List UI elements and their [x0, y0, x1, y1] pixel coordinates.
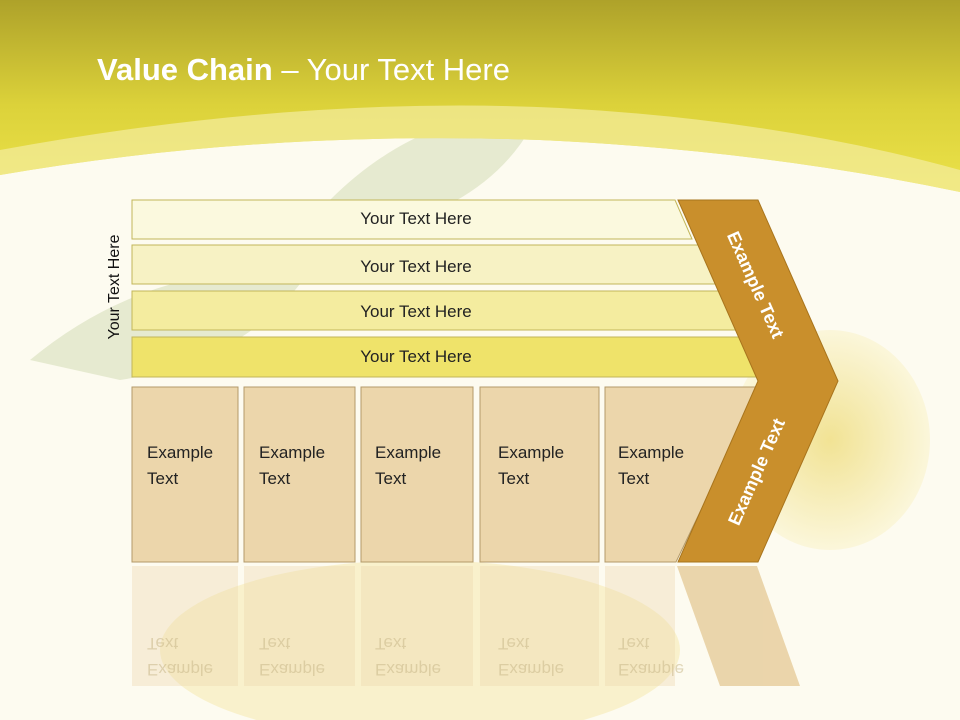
chevron-arrow: [677, 199, 839, 563]
column-boxes: [131, 386, 761, 563]
column-box-5: [604, 386, 761, 563]
side-label: Your Text Here: [106, 234, 123, 340]
row-label-2: Your Text Here: [360, 257, 472, 276]
row-label-4: Your Text Here: [360, 347, 472, 366]
column-box-2: [243, 386, 356, 563]
title-bold: Value Chain: [97, 52, 273, 87]
slide-title: Value Chain – Your Text Here: [97, 52, 510, 88]
row-label-1: Your Text Here: [360, 209, 472, 228]
title-rest: – Your Text Here: [272, 52, 510, 87]
column-box-4: [479, 386, 600, 563]
column-box-3: [360, 386, 474, 563]
header-highlight: [0, 105, 960, 192]
row-bar-1: [131, 199, 693, 240]
column-box-1: [131, 386, 239, 563]
column-reflections: [132, 566, 800, 686]
row-bars: [131, 199, 764, 378]
row-label-3: Your Text Here: [360, 302, 472, 321]
fruit-shape-bottom: [160, 560, 680, 720]
